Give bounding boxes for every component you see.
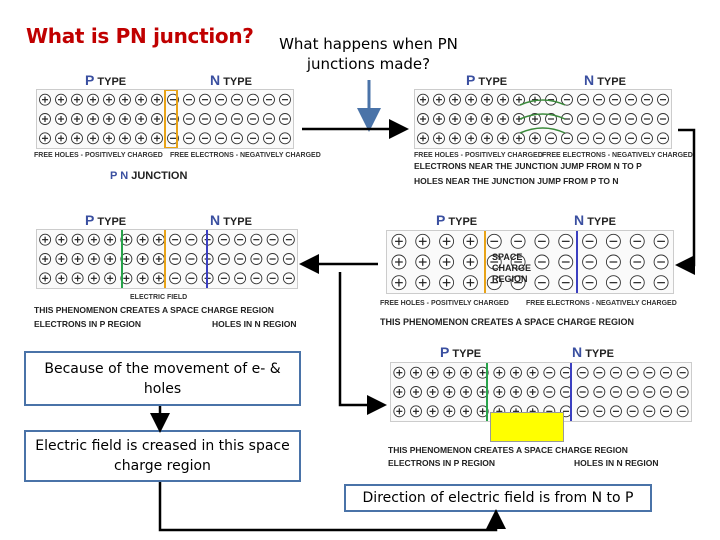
free-electrons-label: FREE ELECTRONS - NEGATIVELY CHARGED [542,152,693,159]
n-type-label: N TYPE [574,212,616,228]
free-holes-label: FREE HOLES - POSITIVELY CHARGED [414,152,543,159]
jump-arrows [519,99,566,134]
panel-field-direction: P TYPE N TYPE THIS PHENOMENON CREATES A … [384,342,696,470]
electric-field-label: ELECTRIC FIELD [130,294,188,301]
question-text: What happens when PN junctions made? [279,35,458,73]
n-type-label: N TYPE [210,72,252,88]
yellow-highlight [490,412,564,442]
holes-near-label: HOLES NEAR THE JUNCTION JUMP FROM P TO N [414,176,619,186]
panel-charges-jump: P TYPE N TYPE FREE HOLES - POSITIVELY CH… [406,70,693,188]
holes-in-n-label: HOLES IN N REGION [574,458,659,468]
direction-box: Direction of electric field is from N to… [344,484,652,512]
n-type-label: N TYPE [584,72,626,88]
electrons-in-p-label: ELECTRONS IN P REGION [34,319,142,329]
electrons-near-label: ELECTRONS NEAR THE JUNCTION JUMP FROM N … [414,161,642,171]
p-type-label: P TYPE [85,212,127,228]
field-grid [36,229,298,289]
arrow-2-to-4 [675,128,696,275]
phenomenon-label: THIS PHENOMENON CREATES A SPACE CHARGE R… [34,305,274,315]
p-type-label: P TYPE [440,344,482,360]
movement-box: Because of the movement of e- & holes [24,351,301,406]
free-electrons-label: FREE ELECTRONS - NEGATIVELY CHARGED [170,152,321,159]
space-charge-label: SPACE CHARGE REGION [492,252,532,284]
space-grid [386,230,674,294]
free-electrons-label: FREE ELECTRONS - NEGATIVELY CHARGED [526,300,677,307]
free-holes-label: FREE HOLES - POSITIVELY CHARGED [380,300,509,307]
phenomenon-label: THIS PHENOMENON CREATES A SPACE CHARGE R… [388,445,628,455]
pn-junction-label: P N JUNCTION [110,170,188,182]
n-type-label: N TYPE [210,212,252,228]
phenomenon-label: THIS PHENOMENON CREATES A SPACE CHARGE R… [380,317,635,327]
page-title: What is PN junction? [26,24,254,48]
p-type-label: P TYPE [436,212,478,228]
n-type-label: N TYPE [572,344,614,360]
arrow-to-panel-5 [338,272,387,415]
p-type-label: P TYPE [85,72,127,88]
field-box: Electric field is creased in this space … [24,430,301,482]
arrow-field-to-direction [158,482,506,532]
panel-electric-field: P TYPE N TYPE ELECTRIC FIELD THIS PHENOM… [30,210,302,332]
jump-grid [414,89,672,149]
junction-marker [164,90,178,148]
electrons-in-p-label: ELECTRONS IN P REGION [388,458,496,468]
holes-in-n-label: HOLES IN N REGION [212,319,297,329]
p-type-label: P TYPE [466,72,508,88]
panel-space-charge: P TYPE N TYPE SPACE CHARGE REGION FREE H… [378,210,677,330]
pn-grid [36,89,294,149]
free-holes-label: FREE HOLES - POSITIVELY CHARGED [34,152,163,159]
panel-pn-junction: P TYPE N TYPE FREE HOLES - POSITIVELY CH… [30,70,321,188]
